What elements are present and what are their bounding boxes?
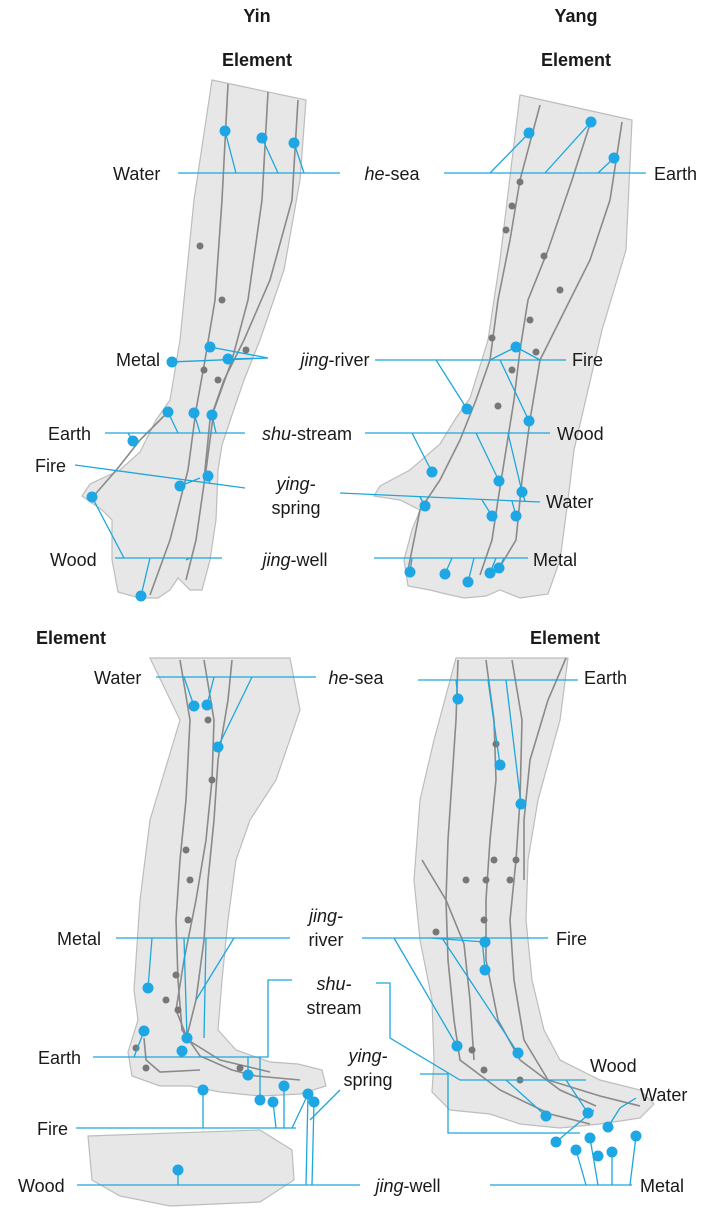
arm-jing-well-label: jing-well: [259, 550, 327, 570]
leg-yin-wood-label: Wood: [18, 1176, 65, 1196]
yin-sole-shape: [88, 1130, 294, 1206]
arm-he-sea-label: he-sea: [364, 164, 420, 184]
leg-shu-stream-label-2: stream: [306, 998, 361, 1018]
leg-shu-stream-label-1: shu-: [316, 974, 351, 994]
yin-arm-shape: [82, 80, 306, 598]
leg-yang-earth-label: Earth: [584, 668, 627, 688]
arm-yin-metal-label: Metal: [116, 350, 160, 370]
leg-yang-metal-label: Metal: [640, 1176, 684, 1196]
leg-he-sea-label: he-sea: [328, 668, 384, 688]
arm-yin-water-label: Water: [113, 164, 160, 184]
arm-yang-earth-label: Earth: [654, 164, 697, 184]
arm-yang-header: Yang: [554, 6, 597, 26]
arm-yang-water-label: Water: [546, 492, 593, 512]
arm-ying-spring-label-2: spring: [271, 498, 320, 518]
leg-yang-water-label: Water: [640, 1085, 687, 1105]
leg-jing-river-label-2: river: [309, 930, 344, 950]
leg-ying-spring-label-2: spring: [343, 1070, 392, 1090]
leg-jing-river-label-1: jing-: [306, 906, 343, 926]
yin-leg-shape: [128, 658, 326, 1096]
leg-jing-well-label: jing-well: [372, 1176, 440, 1196]
arm-yang-element-header: Element: [541, 50, 611, 70]
arm-ying-spring-label-1: ying-: [274, 474, 315, 494]
arm-yang-wood-label: Wood: [557, 424, 604, 444]
arm-yang-fire-label: Fire: [572, 350, 603, 370]
leg-yin-fire-label: Fire: [37, 1119, 68, 1139]
leg-yin-metal-label: Metal: [57, 929, 101, 949]
arm-yin-wood-label: Wood: [50, 550, 97, 570]
arm-shu-stream-label: shu-stream: [262, 424, 352, 444]
leg-ying-spring-label-1: ying-: [346, 1046, 387, 1066]
arm-yang-metal-label: Metal: [533, 550, 577, 570]
leg-yang-wood-label: Wood: [590, 1056, 637, 1076]
arm-yin-header: Yin: [243, 6, 270, 26]
leg-yang-element-header: Element: [530, 628, 600, 648]
arm-yin-element-header: Element: [222, 50, 292, 70]
arm-jing-river-label: jing-river: [297, 350, 369, 370]
arm-yin-fire-label: Fire: [35, 456, 66, 476]
leg-yin-earth-label: Earth: [38, 1048, 81, 1068]
arm-yin-earth-label: Earth: [48, 424, 91, 444]
yin-arm-illustration: [75, 80, 340, 602]
yang-leg-illustration: [362, 658, 654, 1185]
leg-yang-fire-label: Fire: [556, 929, 587, 949]
leg-yin-element-header: Element: [36, 628, 106, 648]
leg-yin-water-label: Water: [94, 668, 141, 688]
